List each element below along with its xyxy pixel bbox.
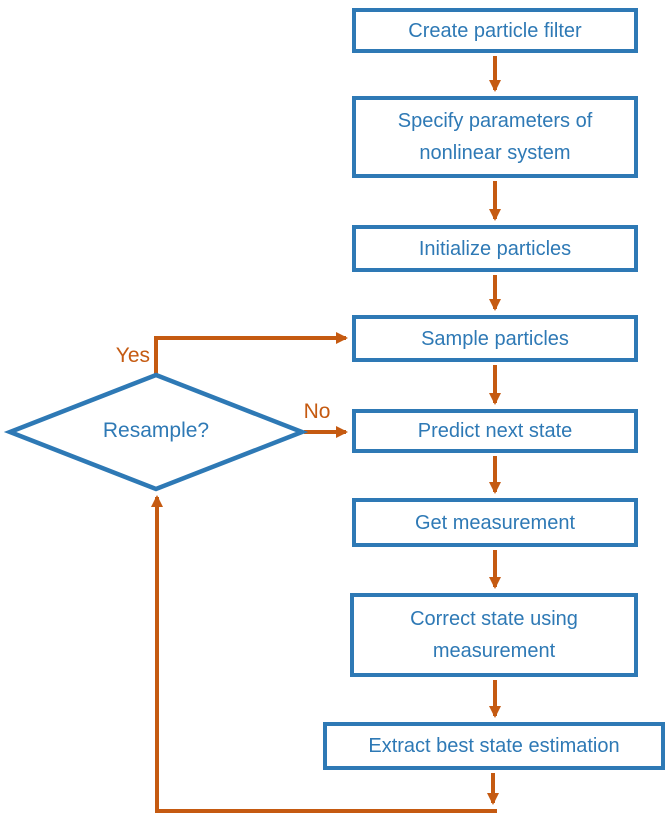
flow-node-label: Correct state using measurement <box>410 608 578 662</box>
flow-node-label: Initialize particles <box>418 237 572 260</box>
loop-return-arrow <box>151 495 497 813</box>
flow-node-label: Specify parameters of nonlinear system <box>397 110 593 164</box>
flow-node-extract-best-state: Extract best state estimation <box>323 722 665 770</box>
no-branch-label: No <box>303 400 331 423</box>
flow-node-get-measurement: Get measurement <box>352 498 638 547</box>
flow-node-correct-state: Correct state using measurement <box>350 593 638 677</box>
flow-node-sample-particles: Sample particles <box>352 315 638 362</box>
resample-decision-label: Resample? <box>102 419 210 442</box>
flow-node-specify-parameters: Specify parameters of nonlinear system <box>352 96 638 178</box>
flow-node-label: Get measurement <box>414 511 576 534</box>
flow-node-label: Extract best state estimation <box>368 735 620 757</box>
yes-branch-label: Yes <box>115 344 150 367</box>
resample-decision-diamond <box>3 372 309 492</box>
flow-node-predict-next-state: Predict next state <box>352 409 638 453</box>
flow-node-initialize-particles: Initialize particles <box>352 225 638 272</box>
flow-node-create-particle-filter: Create particle filter <box>352 8 638 53</box>
flow-node-label: Sample particles <box>421 327 569 350</box>
flow-node-label: Create particle filter <box>408 19 582 42</box>
flow-node-label: Predict next state <box>417 420 573 442</box>
yes-branch-arrow <box>154 332 348 374</box>
